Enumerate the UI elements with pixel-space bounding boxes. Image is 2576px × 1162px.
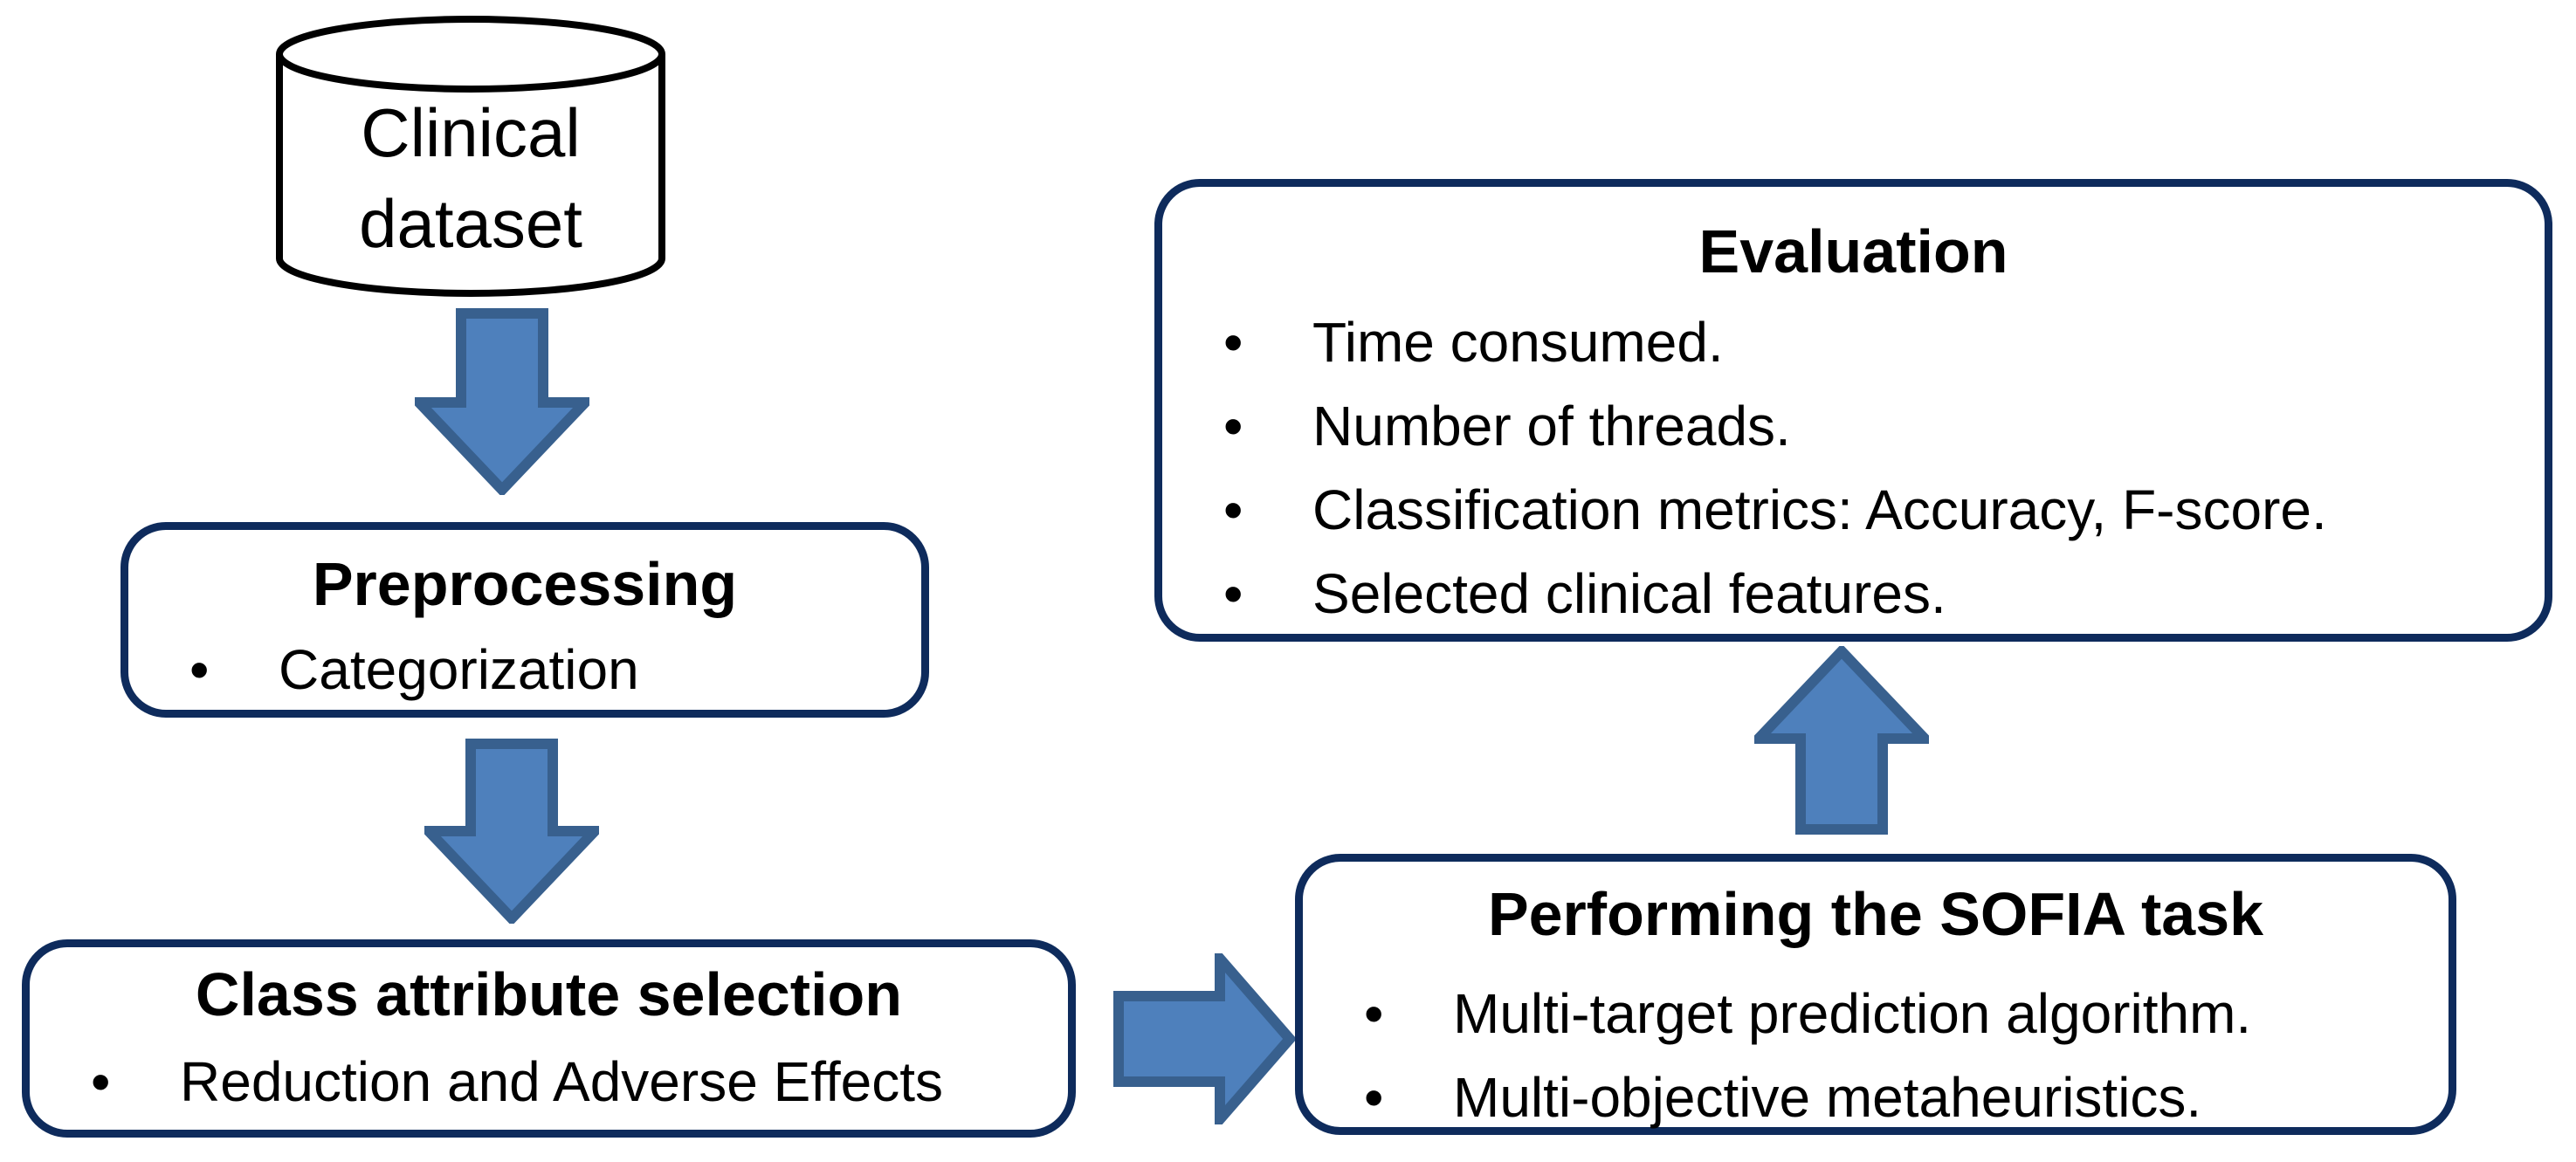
list-item: • Classification metrics: Accuracy, F-sc… — [1162, 468, 2545, 552]
bullet-marker: • — [1223, 311, 1243, 374]
list-item-text: Number of threads. — [1312, 395, 1791, 457]
clinical-dataset-label-line1: Clinical — [361, 94, 581, 171]
bullet-marker: • — [1364, 982, 1384, 1045]
clinical-dataset-label-line2: dataset — [359, 185, 582, 262]
class-attribute-selection-box: Class attribute selection • Reduction an… — [22, 939, 1076, 1138]
list-item: • Multi-objective metaheuristics. — [1303, 1055, 2449, 1139]
bullet-marker: • — [1364, 1066, 1384, 1129]
list-item-text: Categorization — [279, 638, 639, 701]
cylinder-top — [276, 16, 665, 93]
right-arrow-icon — [1113, 953, 1295, 1124]
list-item: • Categorization — [128, 628, 921, 712]
bullet-marker: • — [189, 638, 210, 701]
list-item-text: Multi-target prediction algorithm. — [1453, 982, 2252, 1045]
evaluation-items: • Time consumed. • Number of threads. • … — [1162, 300, 2545, 636]
sofia-task-box: Performing the SOFIA task • Multi-target… — [1295, 854, 2456, 1135]
database-cylinder-icon — [276, 16, 665, 297]
clinical-dataset-label: Clinical dataset — [274, 87, 667, 269]
sofia-task-items: • Multi-target prediction algorithm. • M… — [1303, 972, 2449, 1139]
bullet-marker: • — [91, 1050, 111, 1113]
list-item: • Reduction and Adverse Effects — [30, 1040, 1068, 1124]
list-item: • Selected clinical features. — [1162, 552, 2545, 636]
down-arrow-icon-1 — [415, 308, 589, 495]
preprocessing-box: Preprocessing • Categorization — [121, 522, 929, 718]
down-arrow-icon-2 — [424, 739, 599, 924]
list-item-text: Selected clinical features. — [1312, 562, 1946, 625]
preprocessing-title: Preprocessing — [312, 550, 738, 618]
cylinder-body — [276, 54, 665, 297]
evaluation-title: Evaluation — [1698, 217, 2008, 285]
class-attribute-selection-title: Class attribute selection — [195, 960, 903, 1028]
bullet-marker: • — [1223, 395, 1243, 457]
preprocessing-items: • Categorization — [128, 628, 921, 712]
class-attribute-selection-items: • Reduction and Adverse Effects — [30, 1040, 1068, 1124]
list-item-text: Multi-objective metaheuristics. — [1453, 1066, 2202, 1129]
bullet-marker: • — [1223, 562, 1243, 625]
evaluation-box: Evaluation • Time consumed. • Number of … — [1154, 179, 2552, 642]
list-item: • Number of threads. — [1162, 384, 2545, 468]
list-item-text: Classification metrics: Accuracy, F-scor… — [1312, 478, 2327, 541]
up-arrow-icon — [1754, 646, 1929, 835]
list-item: • Multi-target prediction algorithm. — [1303, 972, 2449, 1055]
list-item-text: Reduction and Adverse Effects — [180, 1050, 944, 1113]
bullet-marker: • — [1223, 478, 1243, 541]
list-item-text: Time consumed. — [1312, 311, 1724, 374]
list-item: • Time consumed. — [1162, 300, 2545, 384]
sofia-task-title: Performing the SOFIA task — [1487, 880, 2264, 948]
